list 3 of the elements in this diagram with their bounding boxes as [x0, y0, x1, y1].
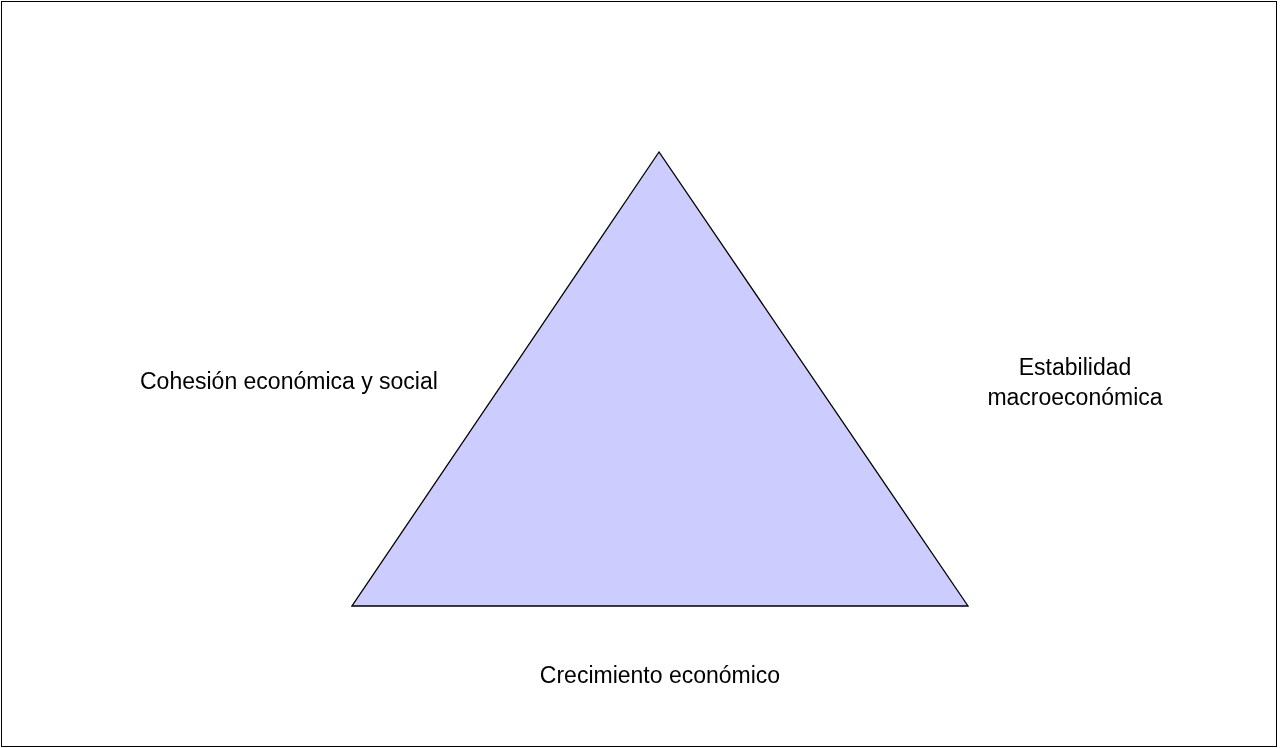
- side-label: Crecimiento económico: [538, 661, 782, 690]
- side-label: Estabilidad macroeconómica: [986, 353, 1164, 412]
- side-label: Cohesión económica y social: [140, 367, 439, 396]
